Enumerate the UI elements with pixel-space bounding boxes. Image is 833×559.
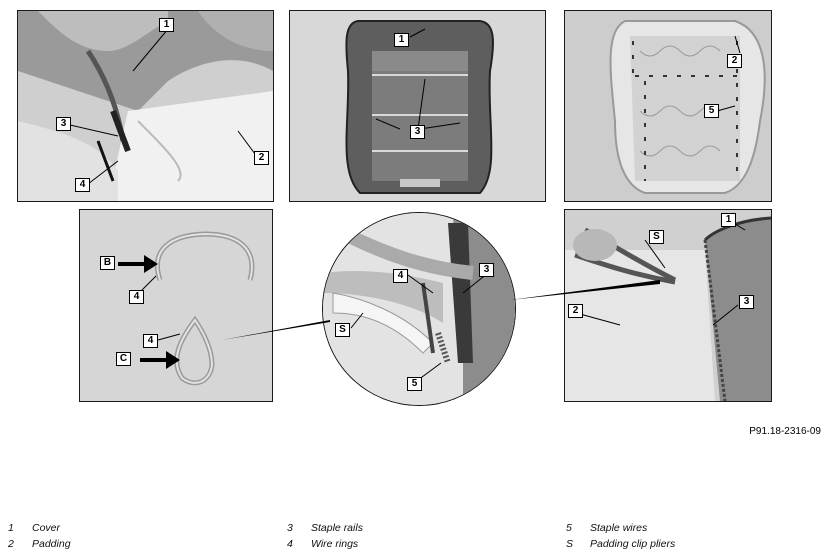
callout-staple-rail: 3: [56, 117, 71, 131]
photo-backrest-cover: 1 3: [289, 10, 546, 202]
callout-cover: 1: [159, 18, 174, 32]
callout-staple-rails: 3: [410, 125, 425, 139]
photo-padding-wires: 2 5: [564, 10, 772, 202]
callout-padding: 2: [568, 304, 583, 318]
callout-padding: 2: [254, 151, 269, 165]
figure-reference: P91.18-2316-09: [749, 426, 821, 437]
callout-wire-ring: 4: [129, 290, 144, 304]
photo-wire-rings: B 4 4 C: [79, 209, 273, 402]
callout-staple-wires: 5: [407, 377, 422, 391]
callout-staple-rail: 3: [479, 263, 494, 277]
callout-wire-ring: 4: [393, 269, 408, 283]
callout-view-b: B: [100, 256, 115, 270]
callout-padding: 2: [727, 54, 742, 68]
callout-staple-wires: 5: [704, 104, 719, 118]
callout-cover: 1: [721, 213, 736, 227]
callout-wire-ring: 4: [143, 334, 158, 348]
photo-pliers-detail: S 1 2 3: [564, 209, 772, 402]
callout-wire-ring: 4: [75, 178, 90, 192]
callout-cover: 1: [394, 33, 409, 47]
callout-clip-pliers: S: [649, 230, 664, 244]
photo-cover-removal: 1 3 4 2: [17, 10, 274, 202]
detail-circle: 4 3 S 5: [322, 212, 516, 406]
callout-view-c: C: [116, 352, 131, 366]
callout-staple-rail: 3: [739, 295, 754, 309]
callout-clip-pliers: S: [335, 323, 350, 337]
